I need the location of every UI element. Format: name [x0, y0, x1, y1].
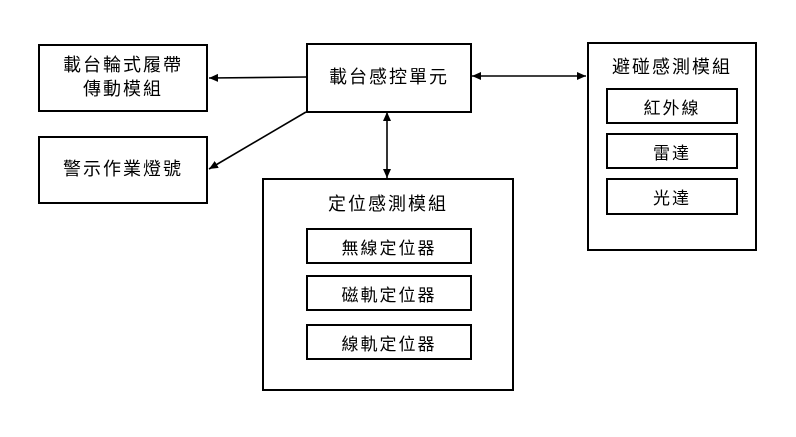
edge-control-to-warning: [208, 111, 307, 170]
drive-module-label-line1: 載台輪式履帶: [63, 54, 183, 76]
control-unit-label: 載台感控單元: [329, 66, 449, 88]
warning-light-box: 警示作業燈號: [38, 136, 208, 204]
obstacle-item-lidar: 光達: [606, 178, 738, 215]
obstacle-module-group: 避碰感測模組 紅外線 雷達 光達: [587, 42, 757, 251]
drive-module-box: 載台輪式履帶 傳動模組: [38, 44, 208, 112]
positioning-module-group: 定位感測模組 無線定位器 磁軌定位器 線軌定位器: [262, 178, 514, 391]
positioning-item-wireless: 無線定位器: [306, 228, 472, 264]
drive-module-label-line2: 傳動模組: [83, 79, 163, 100]
control-unit-box: 載台感控單元: [306, 43, 472, 113]
positioning-item-magnetic: 磁軌定位器: [306, 275, 472, 311]
warning-light-label: 警示作業燈號: [63, 158, 183, 180]
positioning-module-title: 定位感測模組: [328, 194, 448, 215]
obstacle-module-title: 避碰感測模組: [612, 57, 732, 78]
edge-control-to-drive: [208, 73, 307, 82]
obstacle-item-radar: 雷達: [606, 133, 738, 169]
positioning-item-line-track: 線軌定位器: [306, 324, 472, 360]
obstacle-item-infrared: 紅外線: [606, 88, 738, 124]
